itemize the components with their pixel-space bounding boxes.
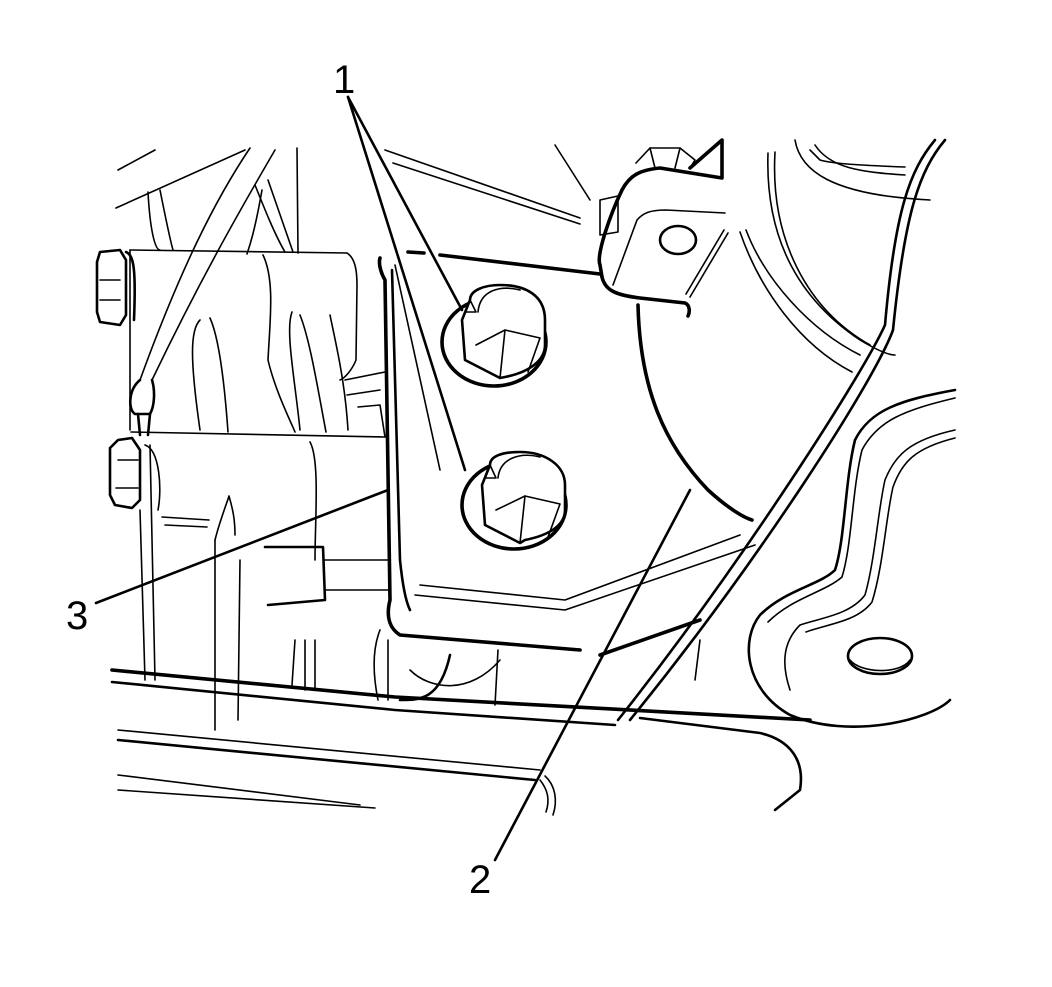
bolt-lower [460, 450, 568, 551]
callout-1: 1 [333, 58, 356, 102]
leader-1-lower-bolt [346, 95, 467, 472]
bolt-upper [440, 283, 548, 388]
right-mount [747, 388, 957, 728]
leader-3 [94, 488, 390, 605]
leader-1-upper-bolt [346, 95, 464, 312]
lower-housing [108, 436, 391, 731]
leader-lines [94, 95, 692, 862]
bottom-pan [110, 629, 812, 816]
left-housing [95, 147, 386, 438]
bracket-assembly [377, 138, 947, 722]
callout-3: 3 [66, 594, 89, 638]
callout-2: 2 [469, 858, 492, 902]
leader-2 [493, 488, 692, 862]
